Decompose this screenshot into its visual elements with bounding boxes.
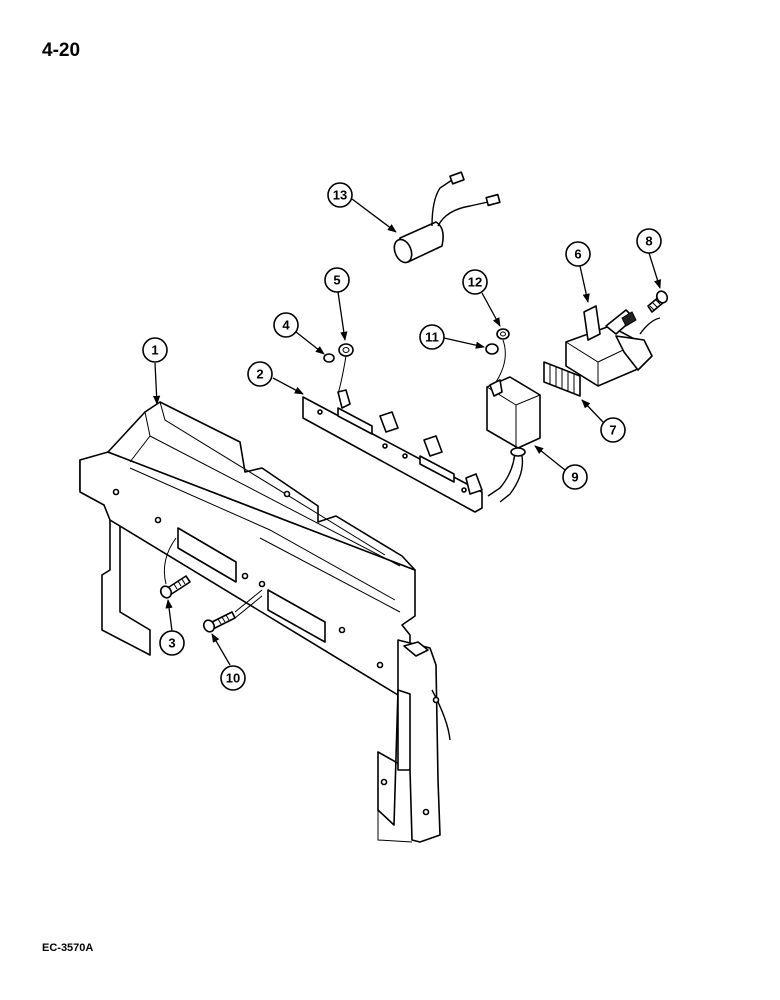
svg-text:5: 5: [333, 273, 340, 288]
callout-1: 1: [142, 337, 168, 405]
switch-assembly-part: [565, 305, 661, 387]
screw-3-part: [159, 537, 191, 599]
callout-2: 2: [247, 361, 304, 395]
svg-text:6: 6: [574, 247, 581, 262]
callout-8: 8: [636, 228, 662, 289]
callout-3: 3: [159, 599, 185, 656]
callout-6: 6: [565, 241, 591, 303]
svg-text:2: 2: [256, 367, 263, 382]
relay-module-part: [486, 376, 541, 503]
callout-9: 9: [534, 445, 588, 490]
main-bracket-part: [79, 401, 451, 843]
svg-text:12: 12: [468, 275, 482, 290]
callout-10: 10: [211, 633, 246, 691]
svg-text:4: 4: [282, 318, 290, 333]
svg-text:8: 8: [645, 234, 652, 249]
page-number: 4-20: [42, 40, 81, 61]
callout-13: 13: [327, 182, 397, 233]
screw-10-part: [202, 589, 263, 633]
mounting-plate-part: [302, 389, 483, 513]
figure-code: EC-3570A: [42, 942, 94, 954]
svg-text:11: 11: [425, 330, 439, 345]
callout-4: 4: [273, 312, 325, 355]
capacitor-part: [393, 171, 501, 264]
callout-7: 7: [581, 399, 626, 443]
svg-text:13: 13: [333, 188, 347, 203]
screw-8-part: [647, 290, 669, 313]
callout-12: 12: [462, 269, 501, 327]
terminal-block-part: [543, 361, 581, 397]
nut-and-washer-parts: [323, 328, 510, 395]
svg-text:10: 10: [226, 671, 240, 686]
svg-text:1: 1: [151, 343, 158, 358]
svg-text:9: 9: [571, 470, 578, 485]
svg-text:3: 3: [168, 636, 175, 651]
svg-text:7: 7: [609, 423, 616, 438]
callout-5: 5: [324, 267, 350, 341]
callout-11: 11: [419, 324, 485, 350]
